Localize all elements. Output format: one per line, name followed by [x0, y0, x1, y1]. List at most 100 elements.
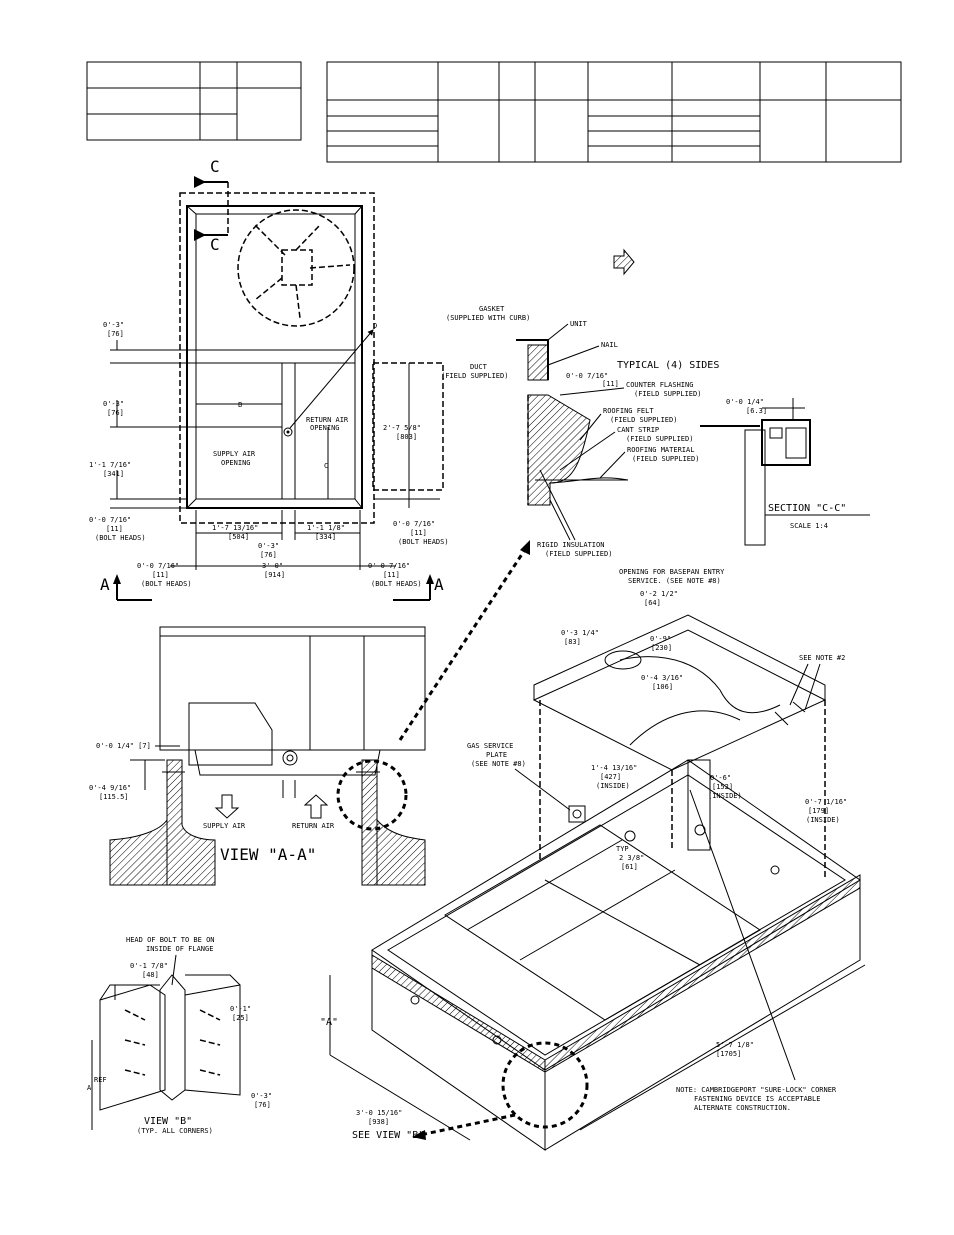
dim-1-1-7-16-1: 1'-1 7/16" — [89, 461, 131, 469]
label-roofing-material-2: (FIELD SUPPLIED) — [632, 455, 699, 463]
label-typical-sides: TYPICAL (4) SIDES — [617, 360, 719, 371]
dim-0-4-9-16-1: 0'-4 9/16" — [89, 784, 131, 792]
label-ref: REF — [94, 1076, 107, 1084]
label-cant-strip-1: CANT STRIP — [617, 426, 659, 434]
label-dim-b: B — [238, 401, 242, 409]
note-2: FASTENING DEVICE IS ACCEPTABLE — [694, 1095, 820, 1103]
label-view-a-right: A — [434, 575, 444, 594]
label-rigid-insulation-2: (FIELD SUPPLIED) — [545, 550, 612, 558]
label-bolt-head-1: HEAD OF BOLT TO BE ON — [126, 936, 215, 944]
dim-0-1-7-8-1: 0'-1 7/8" — [130, 962, 168, 970]
label-c-top: C — [210, 157, 220, 176]
dim-0-4-9-16-2: [115.5] — [99, 793, 129, 801]
dim-typ-1: TYP — [616, 845, 629, 853]
curb-detail: GASKET (SUPPLIED WITH CURB) UNIT NAIL TY… — [441, 305, 719, 558]
dim-0-2-1-2-1: 0'-2 1/2" — [640, 590, 678, 598]
label-roofing-felt-1: ROOFING FELT — [603, 407, 654, 415]
dim-1-4-13-16-2: [427] — [600, 773, 621, 781]
dim-0-7-1-16-2: [179] — [808, 807, 829, 815]
dim-0-3-1-4-2: [83] — [564, 638, 581, 646]
dim-1-7-13-16-2: [504] — [228, 533, 249, 541]
label-view-b-sub: (TYP. ALL CORNERS) — [137, 1127, 213, 1135]
dim-0-1-7-8-2: [48] — [142, 971, 159, 979]
label-counter-flashing-1: COUNTER FLASHING — [626, 381, 693, 389]
view-a-markers: A A — [100, 574, 444, 601]
dim-3-0-2: [914] — [264, 571, 285, 579]
label-basepan-2: SERVICE. (SEE NOTE #8) — [628, 577, 721, 585]
label-view-aa: VIEW "A-A" — [220, 845, 316, 864]
dim-0-0-7-16-br-3: (BOLT HEADS) — [371, 580, 422, 588]
label-return-air: RETURN AIR — [292, 822, 335, 830]
label-gasket-1: GASKET — [479, 305, 505, 313]
label-section-cc: SECTION "C-C" — [768, 503, 846, 514]
label-basepan-1: OPENING FOR BASEPAN ENTRY — [619, 568, 725, 576]
small-table — [86, 61, 302, 141]
dim-0-0-7-16-right-1: 0'-0 7/16" — [393, 520, 435, 528]
note-1: NOTE: CAMBRIDGEPORT "SURE-LOCK" CORNER — [676, 1086, 837, 1094]
dim-1-4-13-16-3: (INSIDE) — [596, 782, 630, 790]
dim-1-7-13-16-1: 1'-7 13/16" — [212, 524, 258, 532]
label-supply-air-opening-2: OPENING — [221, 459, 251, 467]
view-aa: SUPPLY AIR RETURN AIR VIEW "A-A" 0'-0 1/… — [89, 540, 530, 886]
label-supply-air-opening-1: SUPPLY AIR — [213, 450, 256, 458]
label-scale: SCALE 1:4 — [790, 522, 828, 530]
view-b: HEAD OF BOLT TO BE ON INSIDE OF FLANGE 0… — [87, 936, 272, 1135]
dim-0-3-vb-2: [76] — [254, 1101, 271, 1109]
dim-0-3-b-1: 0'-3" — [103, 400, 124, 408]
label-return-air-opening-1: RETURN AIR — [306, 416, 349, 424]
dim-0-0-7-16-bl-2: [11] — [152, 571, 169, 579]
section-c-marker: C C — [194, 157, 229, 254]
label-supply-air: SUPPLY AIR — [203, 822, 246, 830]
dim-0-0-7-16-br-2: [11] — [383, 571, 400, 579]
dim-0-1-1: 0'-1" — [230, 1005, 251, 1013]
dim-0-3-vb-1: 0'-3" — [251, 1092, 272, 1100]
dim-0-3-a-1: 0'-3" — [103, 321, 124, 329]
label-gas-service-2: PLATE — [486, 751, 507, 759]
label-return-air-opening-2: OPENING — [310, 424, 340, 432]
dim-typ-3: [61] — [621, 863, 638, 871]
dim-3-0-15-16-1: 3'-0 15/16" — [356, 1109, 402, 1117]
label-d: D — [373, 322, 377, 330]
label-counter-flashing-2: (FIELD SUPPLIED) — [634, 390, 701, 398]
top-plan-view — [179, 192, 444, 524]
dim-3-0-15-16-2: [938] — [368, 1118, 389, 1126]
label-roofing-felt-2: (FIELD SUPPLIED) — [610, 416, 677, 424]
label-duct-2: (FIELD SUPPLIED) — [441, 372, 508, 380]
label-dim-c: C — [324, 462, 328, 470]
dim-0-0-1-4-view: 0'-0 1/4" [7] — [96, 742, 151, 750]
dim-0-0-7-16-bl-3: (BOLT HEADS) — [141, 580, 192, 588]
dim-0-3-a-2: [76] — [107, 330, 124, 338]
large-table — [326, 61, 902, 163]
bottom-dimensions: 1'-7 13/16" [504] 1'-1 1/8" [334] 0'-3" … — [137, 510, 422, 588]
dim-2-7-5-8-1: 2'-7 5/8" — [383, 424, 421, 432]
label-gasket-2: (SUPPLIED WITH CURB) — [446, 314, 530, 322]
dim-5-7-1-8-1: 5'-7 1/8" — [716, 1041, 754, 1049]
label-cant-strip-2: (FIELD SUPPLIED) — [626, 435, 693, 443]
dim-0-3-1-4-1: 0'-3 1/4" — [561, 629, 599, 637]
label-see-view-b: SEE VIEW "B" — [352, 1130, 424, 1141]
dim-0-7-1-16-3: (INSIDE) — [806, 816, 840, 824]
label-view-a-left: A — [100, 575, 110, 594]
label-nail: NAIL — [601, 341, 618, 349]
note-3: ALTERNATE CONSTRUCTION. — [694, 1104, 791, 1112]
label-see-note-2: SEE NOTE #2 — [799, 654, 845, 662]
label-roofing-material-1: ROOFING MATERIAL — [627, 446, 694, 454]
dim-1-4-13-16-1: 1'-4 13/16" — [591, 764, 637, 772]
dim-2-7-5-8-2: [803] — [396, 433, 417, 441]
dim-0-7-1-16-1: 0'-7 1/16" — [805, 798, 847, 806]
label-view-b: VIEW "B" — [144, 1116, 192, 1127]
dim-0-6-3: (INSIDE) — [708, 792, 742, 800]
dim-0-0-7-16-right-2: [11] — [410, 529, 427, 537]
label-c-bottom: C — [210, 235, 220, 254]
right-dimensions: 2'-7 5/8" [803] 0'-0 7/16" [11] (BOLT HE… — [374, 363, 449, 546]
dim-1-1-7-16-2: [341] — [103, 470, 124, 478]
label-rigid-insulation-1: RIGID INSULATION — [537, 541, 604, 549]
dim-0-4-3-16-1: 0'-4 3/16" — [641, 674, 683, 682]
dim-0-1-2: [25] — [232, 1014, 249, 1022]
label-gas-service-3: (SEE NOTE #8) — [471, 760, 526, 768]
label-unit: UNIT — [570, 320, 588, 328]
label-dim-a-quoted: "A" — [320, 1017, 338, 1028]
label-gas-service-1: GAS SERVICE — [467, 742, 513, 750]
dim-sec-2: [6.3] — [746, 407, 767, 415]
